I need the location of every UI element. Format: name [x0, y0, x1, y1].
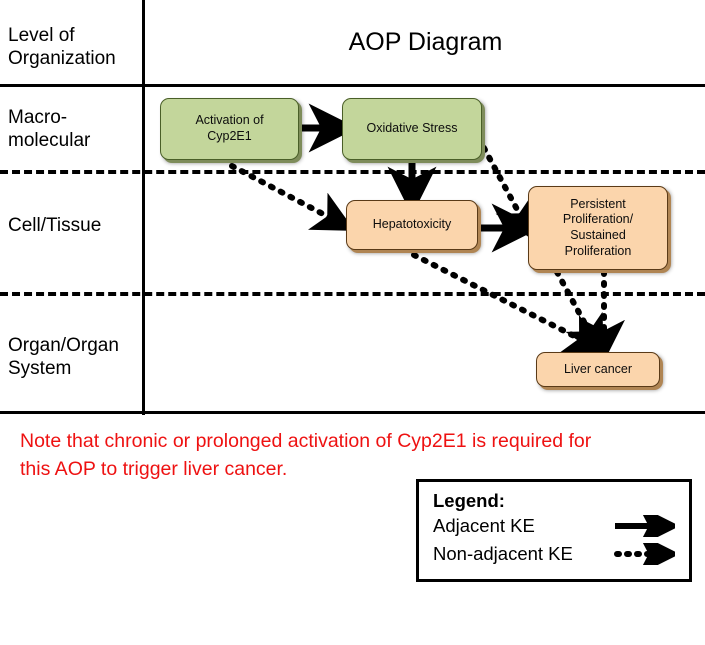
column-header-level-of-organization: Level of Organization [8, 24, 140, 70]
header-separator [0, 84, 705, 87]
row-divider-cell-organ [0, 292, 705, 296]
node-activation-cyp2e1-line1: Activation of [195, 113, 264, 128]
legend-title: Legend: [433, 490, 505, 511]
row-label-organ-system-line1: Organ/Organ [8, 335, 119, 356]
node-hepatotoxicity-line1: Hepatotoxicity [372, 217, 452, 232]
legend-item-nonadjacent-ke: Non-adjacent KE [433, 540, 689, 568]
node-activation-cyp2e1-line2: Cyp2E1 [207, 129, 252, 143]
node-activation-cyp2e1[interactable]: Activation of Cyp2E1 [160, 98, 299, 160]
note-line2: this AOP to trigger liver cancer. [20, 457, 288, 480]
node-persistent-proliferation-line2: Proliferation/ [562, 212, 634, 227]
node-liver-cancer[interactable]: Liver cancer [536, 352, 660, 387]
row-label-organ-system: Organ/Organ System [8, 334, 140, 380]
node-persistent-proliferation-line1: Persistent [570, 196, 626, 211]
column-divider [142, 0, 145, 415]
node-hepatotoxicity[interactable]: Hepatotoxicity [346, 200, 478, 250]
dotted-arrow-icon [614, 543, 675, 566]
legend-item-adjacent-ke-label: Adjacent KE [433, 515, 535, 537]
node-oxidative-stress[interactable]: Oxidative Stress [342, 98, 482, 160]
note-line1: Note that chronic or prolonged activatio… [20, 430, 592, 452]
legend-item-adjacent-ke: Adjacent KE [433, 512, 689, 540]
row-label-organ-system-line2: System [8, 358, 72, 380]
row-label-macromolecular-line1: Macro- [8, 107, 68, 128]
column-header-line1: Level of [8, 25, 75, 46]
row-label-macromolecular: Macro- molecular [8, 106, 140, 152]
table-bottom-border [0, 411, 705, 414]
legend-panel: Legend: Adjacent KE Non-adjacent KE [416, 479, 692, 582]
column-header-line2: Organization [8, 48, 116, 70]
node-persistent-proliferation[interactable]: Persistent Proliferation/ Sustained Prol… [528, 186, 668, 270]
row-label-macromolecular-line2: molecular [8, 130, 91, 152]
page-title: AOP Diagram [348, 28, 503, 56]
node-persistent-proliferation-line3: Sustained [570, 228, 626, 242]
aop-grid-frame [0, 0, 705, 415]
row-label-cell-tissue: Cell/Tissue [8, 214, 140, 237]
solid-arrow-icon [615, 515, 675, 538]
node-persistent-proliferation-line4: Proliferation [564, 243, 632, 258]
legend-item-nonadjacent-ke-label: Non-adjacent KE [433, 543, 573, 565]
node-liver-cancer-line1: Liver cancer [563, 361, 633, 376]
row-divider-macromolecular-cell [0, 170, 705, 174]
row-label-cell-tissue-line1: Cell/Tissue [8, 215, 102, 236]
node-oxidative-stress-line1: Oxidative Stress [366, 121, 458, 136]
note-text: Note that chronic or prolonged activatio… [20, 428, 680, 483]
